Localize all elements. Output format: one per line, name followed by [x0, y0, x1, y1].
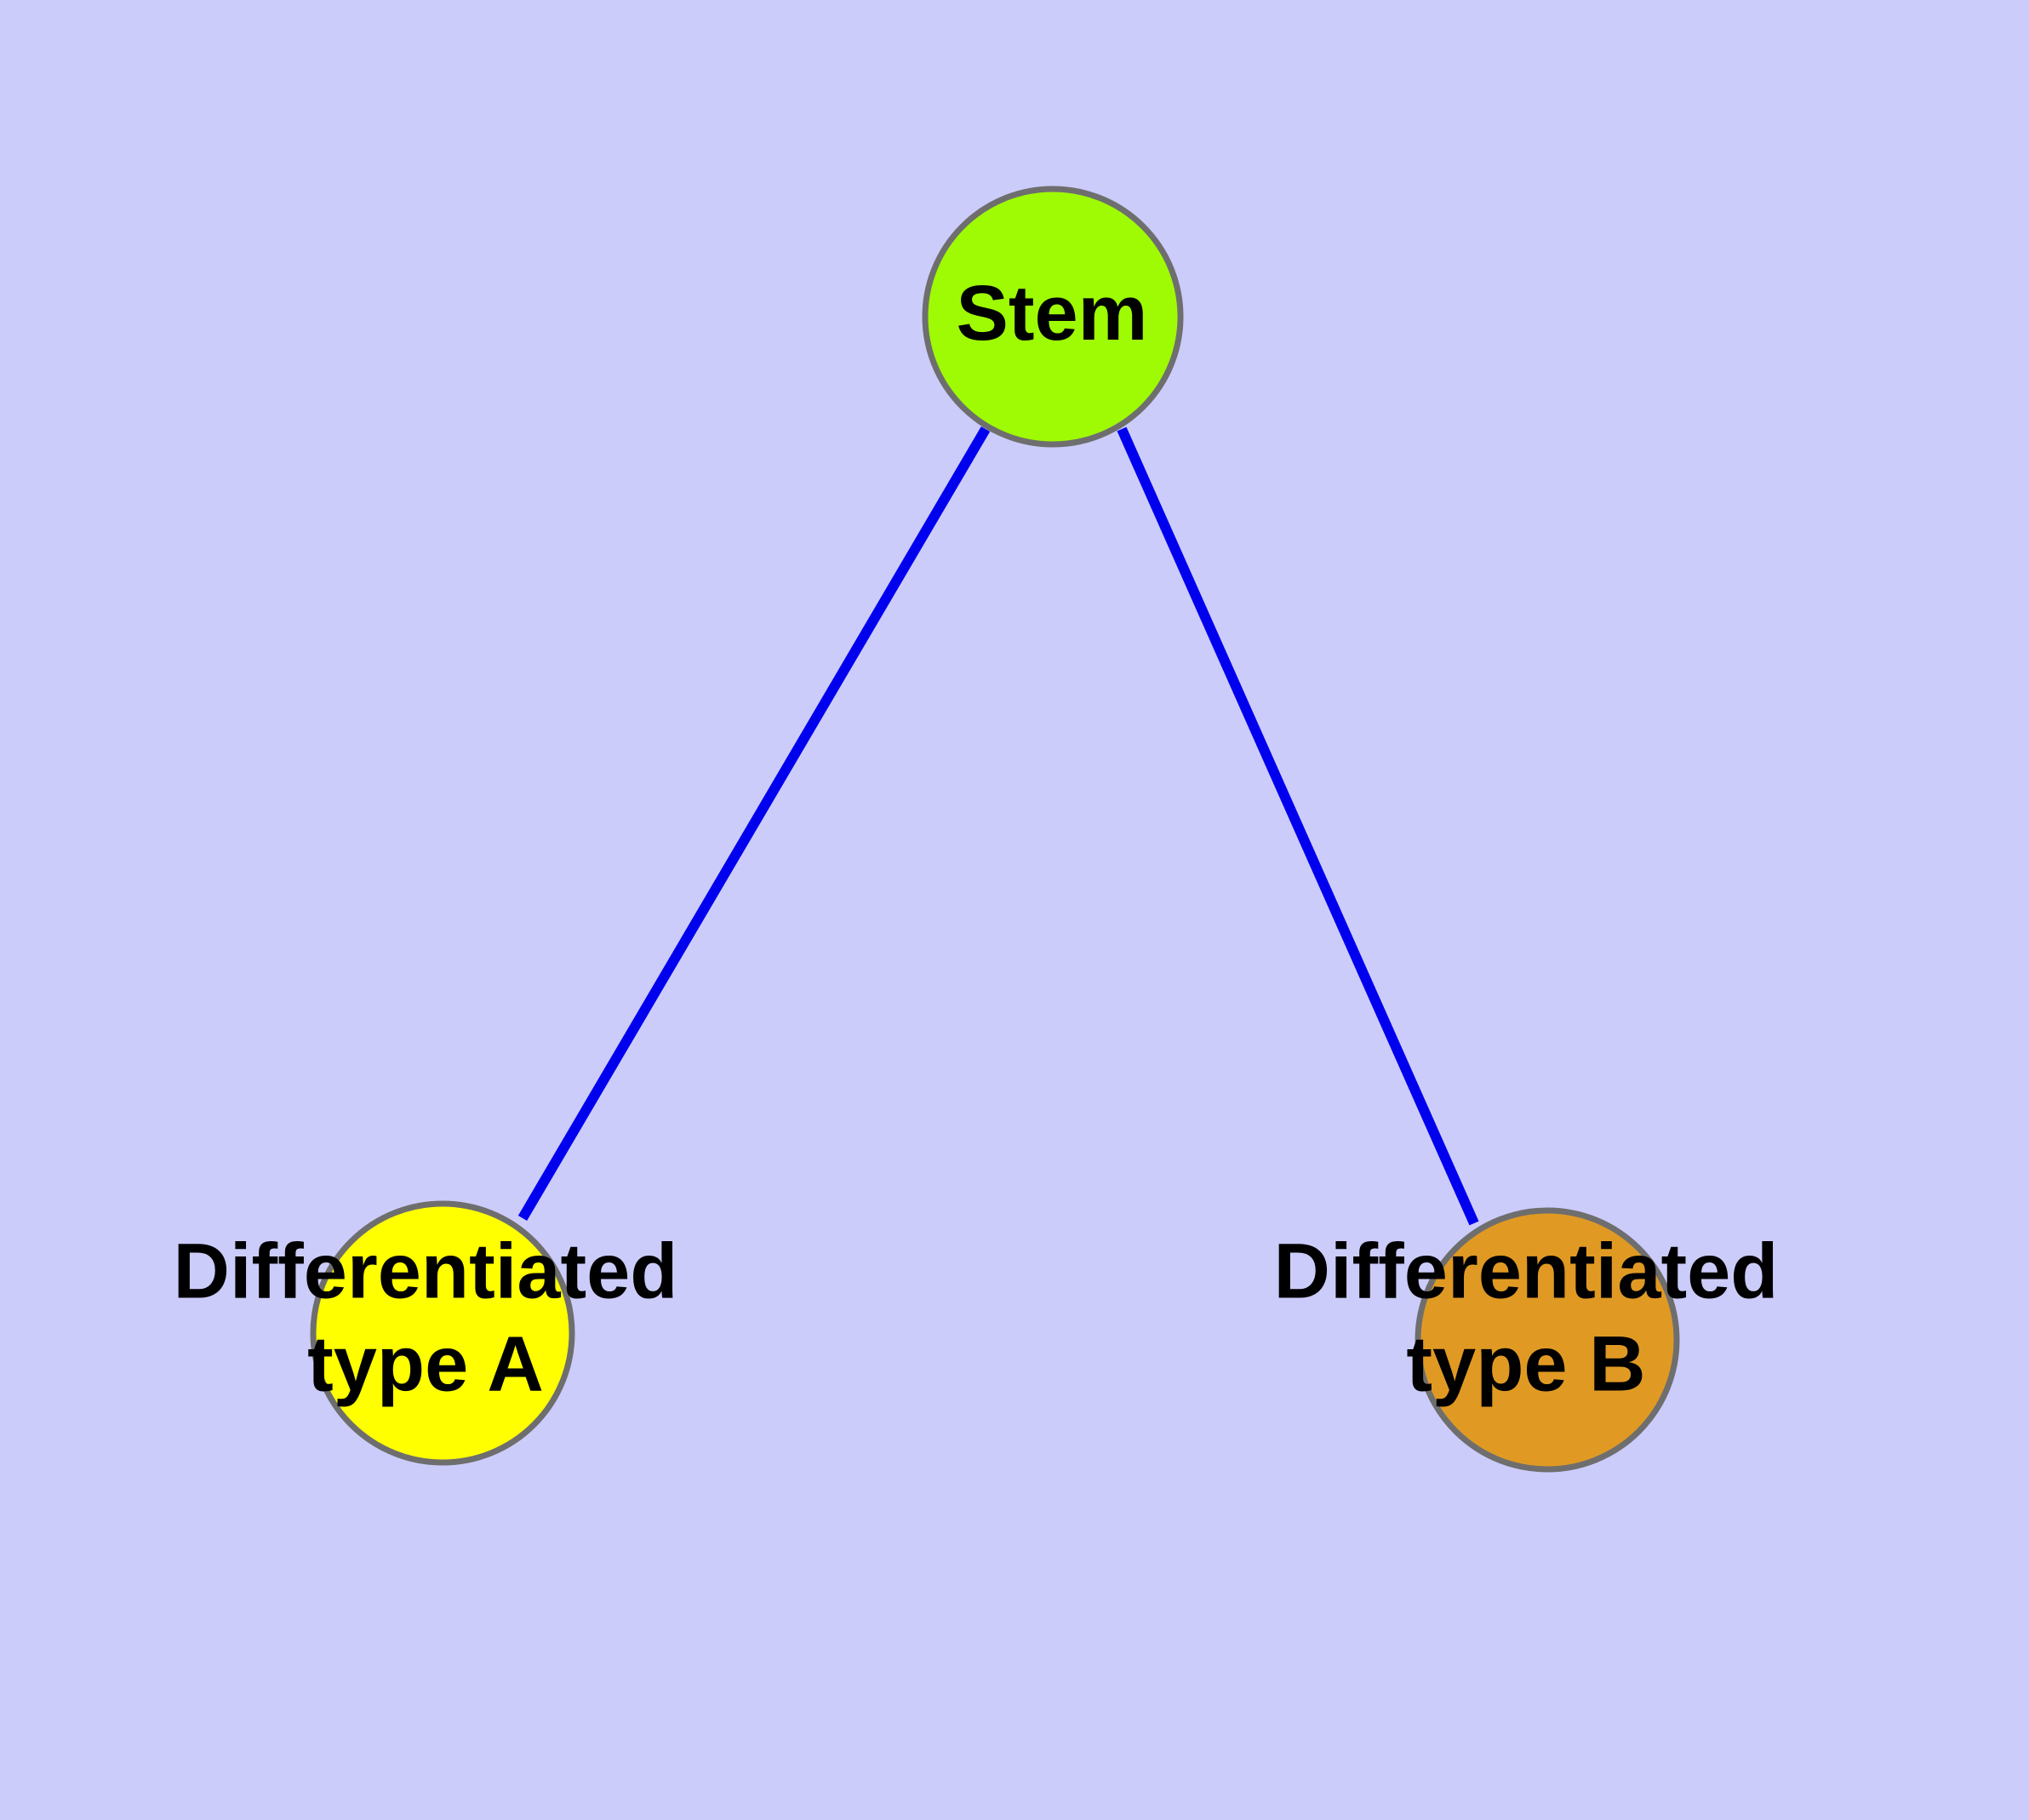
node-label-line: type A [307, 1321, 544, 1408]
graph-node-diff_b[interactable] [1415, 1207, 1680, 1473]
graph-edge-stem-to-diff-a[interactable] [517, 426, 991, 1222]
nodes-layer [310, 186, 1680, 1473]
graph-edge-stem-to-diff-b[interactable] [1117, 426, 1479, 1226]
node-label-stem: Stem [957, 270, 1148, 357]
graph-node-stem[interactable] [922, 186, 1184, 448]
node-label-line: Stem [957, 270, 1148, 357]
edges-layer [517, 426, 1479, 1226]
node-label-line: Differentiated [1274, 1228, 1779, 1315]
node-label-line: type B [1406, 1321, 1645, 1408]
node-label-line: Differentiated [174, 1228, 678, 1315]
graph-node-diff_a[interactable] [310, 1200, 575, 1466]
